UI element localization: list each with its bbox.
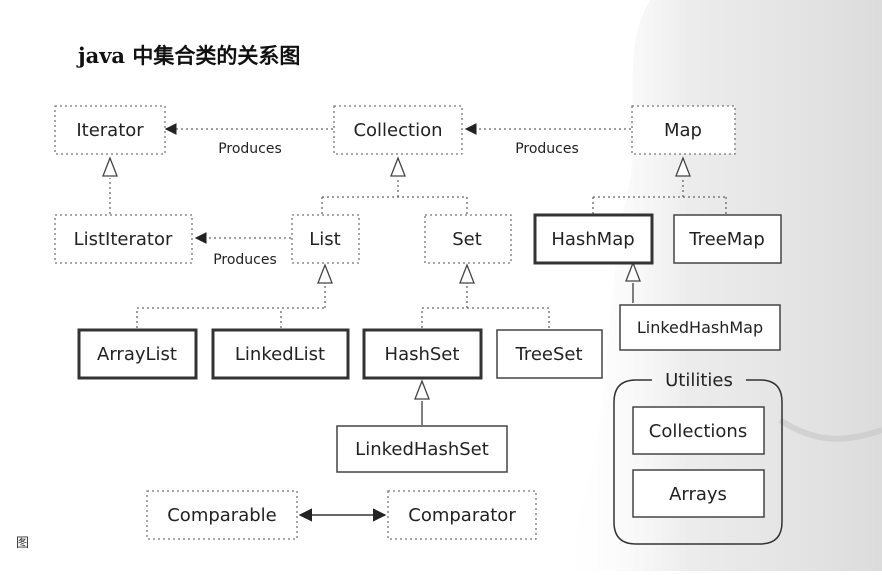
node-hashmap: HashMap <box>533 213 654 265</box>
edge-linkedhashmap-hashmap <box>625 261 641 303</box>
svg-text:Collections: Collections <box>649 421 747 442</box>
node-list: List <box>291 214 360 264</box>
node-treeset: TreeSet <box>496 329 603 379</box>
svg-text:LinkedList: LinkedList <box>235 344 325 365</box>
node-comparable: Comparable <box>146 490 298 540</box>
edge-arraylist-linkedlist-list <box>136 263 333 328</box>
svg-text:ArrayList: ArrayList <box>97 344 177 365</box>
edge-label-produces: Produces <box>515 141 579 157</box>
svg-text:Arrays: Arrays <box>669 484 727 505</box>
svg-text:Collection: Collection <box>353 120 442 141</box>
edge-label-produces: Produces <box>213 252 277 268</box>
node-linkedhashset: LinkedHashSet <box>336 425 508 473</box>
svg-text:HashMap: HashMap <box>551 229 634 250</box>
svg-text:Map: Map <box>664 120 702 141</box>
diagram-title: java 中集合类的关系图 <box>78 43 301 68</box>
edge-hashmap-treemap-map <box>592 156 727 214</box>
svg-text:TreeMap: TreeMap <box>688 229 765 250</box>
group-utilities: Utilities <box>613 370 783 545</box>
svg-text:LinkedHashMap: LinkedHashMap <box>637 318 763 337</box>
edge-linkedhashset-hashset <box>414 379 430 425</box>
svg-text:LinkedHashSet: LinkedHashSet <box>355 439 489 460</box>
node-set: Set <box>424 214 512 264</box>
edge-listiterator-iterator <box>102 156 118 214</box>
edge-hashset-treeset-set <box>421 263 550 328</box>
group-label-utilities: Utilities <box>665 370 733 391</box>
node-iterator: Iterator <box>54 105 166 155</box>
svg-text:Comparable: Comparable <box>167 505 277 526</box>
svg-text:Comparator: Comparator <box>408 505 516 526</box>
figure-caption: 图 <box>16 536 30 551</box>
node-comparator: Comparator <box>387 490 537 540</box>
node-treemap: TreeMap <box>673 214 782 264</box>
node-collection: Collection <box>333 105 463 155</box>
svg-text:Iterator: Iterator <box>76 120 144 141</box>
svg-text:HashSet: HashSet <box>385 344 460 365</box>
node-linkedhashmap: LinkedHashMap <box>619 304 781 351</box>
node-arrays: Arrays <box>632 469 765 518</box>
node-hashset: HashSet <box>362 328 483 380</box>
edge-label-produces: Produces <box>218 141 282 157</box>
svg-text:List: List <box>309 229 340 250</box>
node-listiterator: ListIterator <box>54 214 193 264</box>
node-collections: Collections <box>632 406 765 455</box>
svg-text:Set: Set <box>452 229 482 250</box>
node-linkedlist: LinkedList <box>211 328 350 380</box>
node-arraylist: ArrayList <box>77 328 198 380</box>
edge-list-set-collection <box>321 156 468 214</box>
svg-text:TreeSet: TreeSet <box>514 344 582 365</box>
node-map: Map <box>631 105 736 155</box>
svg-text:ListIterator: ListIterator <box>74 229 173 250</box>
